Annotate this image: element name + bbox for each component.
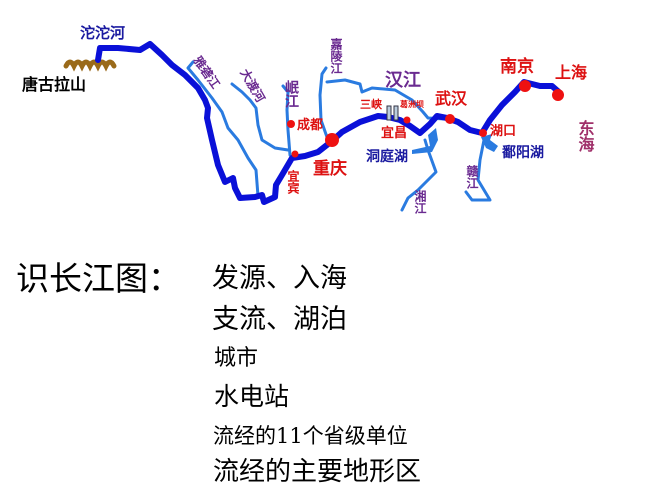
mountain-label: 唐古拉山 — [22, 75, 86, 94]
city-dot-hukou — [479, 129, 487, 137]
river-jialing — [318, 66, 330, 142]
city-label-chongqing: 重庆 — [313, 158, 347, 179]
river-label-min: 岷江 — [283, 80, 299, 109]
city-label-yichang: 宜昌 — [381, 125, 407, 141]
city-dot-nanjing — [519, 80, 531, 92]
city-label-hukou: 湖口 — [490, 124, 516, 139]
river-dadu — [230, 82, 290, 152]
item-provinces: 流经的11个省级单位 — [213, 424, 408, 448]
river-gan — [464, 138, 492, 202]
river-label-han: 汉江 — [385, 70, 421, 91]
heading: 识长江图： — [16, 259, 181, 298]
city-dot-chengdu — [287, 120, 295, 128]
source-label: 沱沱河 — [80, 24, 125, 42]
dam-label-sanxia: 三峡 — [360, 97, 383, 111]
lake-dongting — [412, 128, 438, 154]
lake-poyang — [481, 134, 498, 152]
sea-label: 东海 — [576, 119, 595, 153]
city-label-nanjing: 南京 — [500, 56, 534, 77]
yangtze-map: 唐古拉山 沱沱河 雅砻江 大渡河 岷江 嘉陵江 汉江 湘江 赣江 成都 宜宾 重… — [22, 24, 595, 215]
city-label-chengdu: 成都 — [297, 117, 323, 133]
dam-icon — [386, 105, 392, 121]
lake-label-dongting: 洞庭湖 — [366, 148, 408, 165]
river-label-gan: 赣江 — [465, 164, 479, 190]
river-label-jialing: 嘉陵江 — [329, 37, 343, 75]
city-label-shanghai: 上海 — [555, 63, 587, 82]
city-label-wuhan: 武汉 — [435, 89, 468, 108]
dam-icon — [393, 105, 399, 121]
yangtze-main-river — [95, 41, 563, 205]
city-label-yibin: 宜宾 — [286, 169, 300, 195]
item-tributaries-lakes: 支流、湖泊 — [212, 304, 347, 335]
mountain-ridge — [63, 59, 117, 72]
river-min — [281, 84, 292, 157]
river-yalong — [186, 60, 260, 198]
city-dot-yichang — [403, 116, 411, 124]
river-label-dadu: 大渡河 — [237, 66, 268, 105]
lake-label-poyang: 鄱阳湖 — [501, 144, 544, 161]
city-dot-wuhan — [445, 114, 455, 124]
item-source-mouth: 发源、入海 — [212, 263, 347, 294]
item-hydropower: 水电站 — [214, 382, 290, 411]
dam-label-gezhouba: 葛洲坝 — [399, 99, 424, 109]
city-dot-chongqing — [325, 133, 339, 147]
river-label-xiang: 湘江 — [413, 189, 427, 215]
city-dot-yibin — [291, 150, 299, 158]
item-cities: 城市 — [214, 346, 259, 371]
river-han — [325, 78, 447, 121]
item-landforms: 流经的主要地形区 — [213, 457, 422, 487]
city-dot-shanghai — [552, 89, 564, 101]
